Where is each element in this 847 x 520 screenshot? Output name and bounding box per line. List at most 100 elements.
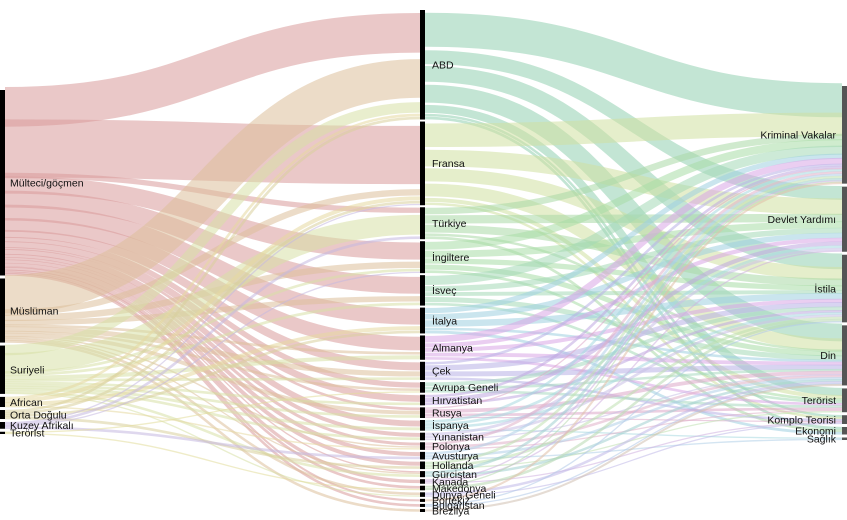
link-127 bbox=[424, 177, 843, 474]
node-c0-6[interactable] bbox=[0, 431, 5, 434]
labels-layer: Mülteci/göçmenMüslümanSuriyeliAfricanOrt… bbox=[10, 60, 837, 518]
label-c1-12: Yunanistan bbox=[432, 431, 484, 443]
node-c1-13[interactable] bbox=[420, 442, 425, 450]
link-78 bbox=[424, 221, 843, 258]
label-c0-1: Müslüman bbox=[10, 305, 59, 317]
node-c1-5[interactable] bbox=[420, 307, 425, 334]
node-c1-22[interactable] bbox=[420, 508, 425, 512]
label-c1-22: Brezilya bbox=[432, 505, 470, 517]
node-c1-17[interactable] bbox=[420, 479, 425, 484]
label-c1-10: Rusya bbox=[432, 407, 462, 419]
link-139 bbox=[424, 383, 843, 512]
link-126 bbox=[424, 410, 843, 469]
node-c2-4[interactable] bbox=[842, 388, 847, 413]
label-c1-8: Avrupa Geneli bbox=[432, 382, 498, 394]
link-95 bbox=[424, 352, 843, 366]
link-72 bbox=[424, 133, 843, 215]
node-c1-8[interactable] bbox=[420, 382, 425, 393]
node-c1-9[interactable] bbox=[420, 394, 425, 406]
link-58 bbox=[4, 432, 421, 491]
link-112 bbox=[424, 245, 843, 426]
node-c0-0[interactable] bbox=[0, 90, 5, 276]
node-c1-16[interactable] bbox=[420, 471, 425, 478]
nodes-layer bbox=[0, 10, 847, 512]
label-c1-17: Kanada bbox=[432, 476, 468, 488]
label-c1-11: İspanya bbox=[432, 419, 469, 432]
link-96 bbox=[424, 356, 843, 406]
link-38 bbox=[4, 377, 421, 382]
label-c0-4: Orta Doğulu bbox=[10, 409, 67, 421]
link-87 bbox=[424, 153, 843, 314]
node-c2-5[interactable] bbox=[842, 415, 847, 424]
link-119 bbox=[424, 374, 843, 449]
link-59 bbox=[424, 12, 843, 118]
node-c1-20[interactable] bbox=[420, 498, 425, 502]
node-c1-6[interactable] bbox=[420, 335, 425, 360]
node-c0-3[interactable] bbox=[0, 396, 5, 408]
node-c0-5[interactable] bbox=[0, 422, 5, 429]
label-c0-5: Kuzey Afrikalı bbox=[10, 420, 74, 432]
link-69 bbox=[424, 183, 843, 352]
node-c1-10[interactable] bbox=[420, 407, 425, 419]
node-c1-1[interactable] bbox=[420, 121, 425, 206]
link-113 bbox=[424, 312, 843, 429]
link-137 bbox=[424, 321, 843, 506]
label-c0-6: Terörist bbox=[10, 428, 45, 440]
label-c1-21: Bulgaristan bbox=[432, 500, 485, 512]
node-c1-7[interactable] bbox=[420, 361, 425, 381]
link-130 bbox=[424, 180, 843, 481]
node-c2-2[interactable] bbox=[842, 254, 847, 323]
link-45 bbox=[4, 113, 421, 400]
node-c1-14[interactable] bbox=[420, 451, 425, 460]
node-c0-4[interactable] bbox=[0, 410, 5, 420]
link-101 bbox=[424, 306, 843, 387]
label-c1-5: İtalya bbox=[432, 314, 457, 327]
node-c1-15[interactable] bbox=[420, 461, 425, 470]
node-c1-3[interactable] bbox=[420, 241, 425, 274]
node-c1-2[interactable] bbox=[420, 207, 425, 240]
link-0 bbox=[4, 12, 421, 127]
link-50 bbox=[4, 200, 421, 415]
link-35 bbox=[4, 268, 421, 374]
node-c1-12[interactable] bbox=[420, 432, 425, 441]
node-c2-3[interactable] bbox=[842, 325, 847, 386]
link-10 bbox=[4, 247, 421, 411]
link-86 bbox=[424, 302, 843, 404]
link-49 bbox=[4, 116, 421, 413]
link-77 bbox=[424, 139, 843, 250]
link-102 bbox=[424, 368, 843, 390]
node-c2-7[interactable] bbox=[842, 437, 847, 440]
node-c1-19[interactable] bbox=[420, 492, 425, 497]
link-138 bbox=[424, 383, 843, 507]
node-c1-4[interactable] bbox=[420, 275, 425, 306]
label-c2-0: Kriminal Vakalar bbox=[760, 130, 836, 142]
label-c1-0: ABD bbox=[432, 60, 454, 72]
link-22 bbox=[4, 189, 421, 316]
label-c2-4: Terörist bbox=[802, 395, 837, 407]
node-c1-0[interactable] bbox=[420, 10, 425, 120]
node-c0-2[interactable] bbox=[0, 345, 5, 394]
link-135 bbox=[424, 422, 843, 497]
label-c1-20: Portekiz bbox=[432, 495, 470, 507]
node-c2-6[interactable] bbox=[842, 426, 847, 435]
node-c1-18[interactable] bbox=[420, 485, 425, 491]
label-c1-6: Almanya bbox=[432, 342, 473, 354]
node-c1-21[interactable] bbox=[420, 503, 425, 507]
node-c2-1[interactable] bbox=[842, 186, 847, 252]
link-68 bbox=[424, 168, 843, 281]
node-c1-11[interactable] bbox=[420, 420, 425, 431]
link-40 bbox=[4, 383, 421, 418]
link-47 bbox=[4, 326, 421, 407]
label-c1-1: Fransa bbox=[432, 158, 465, 170]
node-c0-1[interactable] bbox=[0, 278, 5, 343]
label-c2-1: Devlet Yardımı bbox=[768, 214, 836, 226]
link-93 bbox=[424, 237, 843, 348]
label-c1-16: Gürcistan bbox=[432, 469, 477, 481]
link-111 bbox=[424, 169, 843, 423]
link-97 bbox=[424, 163, 843, 365]
link-55 bbox=[4, 271, 421, 427]
link-83 bbox=[424, 227, 843, 292]
node-c2-0[interactable] bbox=[842, 86, 847, 184]
label-c2-7: Sağlık bbox=[807, 434, 837, 446]
